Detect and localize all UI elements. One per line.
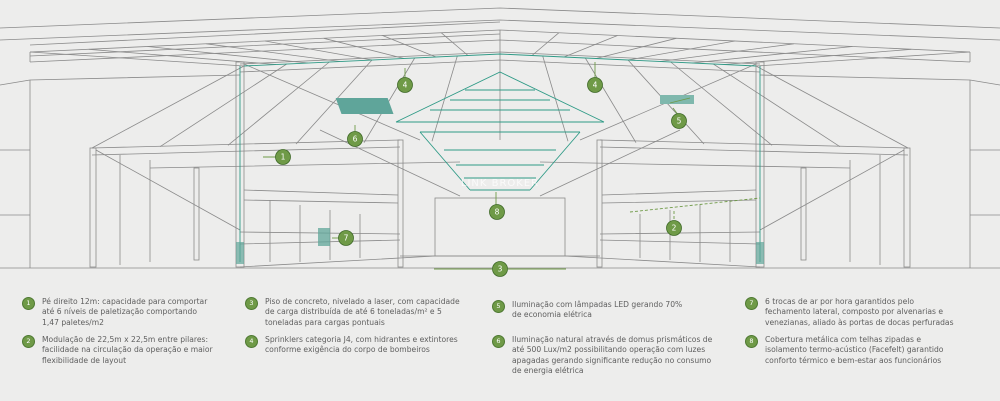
legend-badge-5: 5 (492, 300, 505, 313)
marker-8-label: 8 (495, 208, 500, 217)
legend-item-8: 8 Cobertura metálica com telhas zipadas … (745, 335, 985, 366)
legend-badge-1: 1 (22, 297, 35, 310)
legend-text-5: Iluminação com lâmpadas LED gerando 70% … (512, 300, 683, 320)
marker-5-label: 5 (677, 117, 682, 126)
marker-8[interactable]: 8 (489, 204, 505, 220)
legend-badge-6: 6 (492, 335, 505, 348)
legend-item-5: 5 Iluminação com lâmpadas LED gerando 70… (492, 300, 732, 321)
skylight-structure (239, 53, 761, 262)
legend-text-6: Iluminação natural através de domus pris… (512, 335, 713, 376)
legend-badge-3: 3 (245, 297, 258, 310)
legend-badge-7: 7 (745, 297, 758, 310)
marker-4-right-label: 4 (593, 81, 598, 90)
legend-text-2: Modulação de 22,5m x 22,5m entre pilares… (42, 335, 213, 365)
legend-text-7: 6 trocas de ar por hora garantidos pelo … (765, 297, 954, 327)
marker-2[interactable]: 2 (666, 220, 682, 236)
legend-text-4: Sprinklers categoria J4, com hidrantes e… (265, 335, 458, 355)
feature-markers: 1 2 3 4 4 5 6 7 (275, 77, 687, 277)
watermark: LINK BROKER (461, 178, 539, 189)
marker-2-label: 2 (672, 224, 677, 233)
marker-1-label: 1 (281, 153, 286, 162)
marker-6[interactable]: 6 (347, 131, 363, 147)
marker-4-right[interactable]: 4 (587, 77, 603, 93)
marker-6-label: 6 (353, 135, 358, 144)
marker-4-left[interactable]: 4 (397, 77, 413, 93)
legend-item-7: 7 6 trocas de ar por hora garantidos pel… (745, 297, 985, 328)
legend-item-6: 6 Iluminação natural através de domus pr… (492, 335, 732, 377)
marker-leaders (263, 62, 761, 270)
legend-text-1: Pé direito 12m: capacidade para comporta… (42, 297, 208, 327)
skylight-panel-right (660, 95, 694, 104)
legend-text-3: Piso de concreto, nivelado a laser, com … (265, 297, 460, 327)
marker-7[interactable]: 7 (338, 230, 354, 246)
marker-5[interactable]: 5 (671, 113, 687, 129)
sprinkler-right (756, 242, 764, 264)
skylight-panel-left (335, 98, 394, 114)
legend-badge-2: 2 (22, 335, 35, 348)
legend-item-4: 4 Sprinklers categoria J4, com hidrantes… (245, 335, 485, 356)
marker-7-label: 7 (344, 234, 349, 243)
legend-item-1: 1 Pé direito 12m: capacidade para compor… (22, 297, 242, 328)
marker-3[interactable]: 3 (492, 261, 508, 277)
warehouse-structure (0, 7, 1000, 269)
features-legend: 1 Pé direito 12m: capacidade para compor… (0, 290, 1000, 401)
legend-item-2: 2 Modulação de 22,5m x 22,5m entre pilar… (22, 335, 242, 366)
sprinkler-left (236, 242, 244, 264)
legend-badge-4: 4 (245, 335, 258, 348)
legend-badge-8: 8 (745, 335, 758, 348)
vent-panel (318, 228, 330, 246)
warehouse-illustration: 1 2 3 4 4 5 6 7 (0, 7, 1000, 277)
marker-3-label: 3 (498, 265, 503, 274)
marker-1[interactable]: 1 (275, 149, 291, 165)
legend-text-8: Cobertura metálica com telhas zipadas e … (765, 335, 944, 365)
legend-item-3: 3 Piso de concreto, nivelado a laser, co… (245, 297, 485, 328)
marker-4-left-label: 4 (403, 81, 408, 90)
